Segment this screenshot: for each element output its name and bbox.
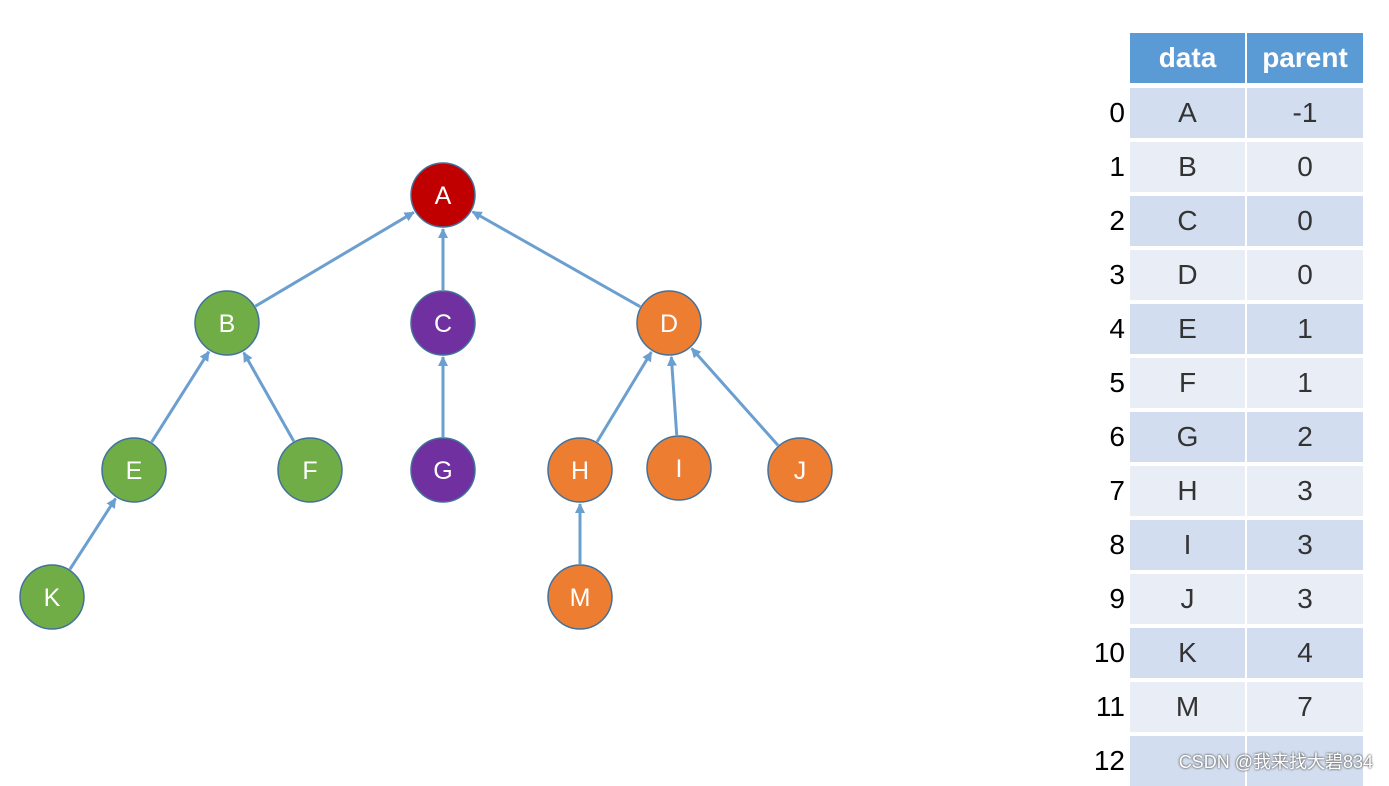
row-index: 2 xyxy=(1109,205,1125,236)
cell-parent: 3 xyxy=(1247,520,1363,570)
cell-parent: 2 xyxy=(1247,412,1363,462)
cell-data: C xyxy=(1130,196,1245,246)
node-b: B xyxy=(194,290,260,356)
row-index: 1 xyxy=(1109,151,1125,182)
edge-b-to-a xyxy=(254,211,415,308)
cell-data xyxy=(1130,736,1245,786)
row-index: 0 xyxy=(1109,97,1125,128)
node-circle xyxy=(19,564,85,630)
cell-parent: 1 xyxy=(1247,358,1363,408)
node-circle xyxy=(547,564,613,630)
node-circle xyxy=(410,162,476,228)
cell-data: D xyxy=(1130,250,1245,300)
node-a: A xyxy=(410,162,476,228)
row-index: 4 xyxy=(1109,313,1125,344)
node-label: M xyxy=(570,584,591,612)
node-circle xyxy=(547,437,613,503)
node-circle xyxy=(410,437,476,503)
edges-layer xyxy=(68,210,780,571)
edge-f-to-b xyxy=(242,351,296,443)
cell-parent: 0 xyxy=(1247,142,1363,192)
node-label: B xyxy=(219,310,236,338)
node-g: G xyxy=(410,437,476,503)
row-index: 8 xyxy=(1109,529,1125,560)
cell-data: B xyxy=(1130,142,1245,192)
node-k: K xyxy=(19,564,85,630)
node-label: G xyxy=(433,457,452,485)
node-label: A xyxy=(435,182,452,210)
edge-e-to-b xyxy=(150,350,211,443)
row-index: 7 xyxy=(1109,475,1125,506)
edge-d-to-a xyxy=(471,210,642,309)
node-label: F xyxy=(302,457,317,485)
edge-i-to-d xyxy=(666,355,679,436)
cell-parent: 0 xyxy=(1247,250,1363,300)
node-label: J xyxy=(794,457,807,485)
node-circle xyxy=(194,290,260,356)
nodes-layer: A B C D E F G H I J K M xyxy=(19,162,833,630)
node-label: D xyxy=(660,310,678,338)
node-label: H xyxy=(571,457,589,485)
node-h: H xyxy=(547,437,613,503)
cell-data: I xyxy=(1130,520,1245,570)
cell-parent xyxy=(1247,736,1363,786)
node-c: C xyxy=(410,290,476,356)
row-index: 5 xyxy=(1109,367,1125,398)
node-j: J xyxy=(767,437,833,503)
tree-diagram: A B C D E F G H I J K M xyxy=(19,162,833,630)
node-m: M xyxy=(547,564,613,630)
node-e: E xyxy=(101,437,167,503)
node-label: I xyxy=(676,455,683,483)
edge-j-to-d xyxy=(690,347,780,447)
node-label: K xyxy=(44,584,61,612)
cell-parent: 7 xyxy=(1247,682,1363,732)
cell-data: A xyxy=(1130,88,1245,138)
node-circle xyxy=(646,435,712,501)
cell-parent: 3 xyxy=(1247,466,1363,516)
node-circle xyxy=(277,437,343,503)
edge-h-to-d xyxy=(595,351,653,443)
row-index: 12 xyxy=(1093,745,1125,776)
cell-data: H xyxy=(1130,466,1245,516)
node-d: D xyxy=(636,290,702,356)
cell-data: M xyxy=(1130,682,1245,732)
cell-data: F xyxy=(1130,358,1245,408)
cell-parent: 1 xyxy=(1247,304,1363,354)
node-circle xyxy=(101,437,167,503)
row-index: 9 xyxy=(1109,583,1125,614)
node-circle xyxy=(767,437,833,503)
node-circle xyxy=(410,290,476,356)
node-f: F xyxy=(277,437,343,503)
row-index: 10 xyxy=(1093,637,1125,668)
node-circle xyxy=(636,290,702,356)
cell-parent: -1 xyxy=(1247,88,1363,138)
node-label: C xyxy=(434,310,452,338)
cell-data: K xyxy=(1130,628,1245,678)
row-index: 11 xyxy=(1095,691,1125,722)
node-i: I xyxy=(646,435,712,501)
header-parent: parent xyxy=(1247,33,1363,83)
row-index: 3 xyxy=(1109,259,1125,290)
edge-k-to-e xyxy=(68,497,117,571)
node-label: E xyxy=(126,457,143,485)
header-data: data xyxy=(1130,33,1245,83)
cell-parent: 3 xyxy=(1247,574,1363,624)
cell-data: E xyxy=(1130,304,1245,354)
cell-parent: 0 xyxy=(1247,196,1363,246)
cell-parent: 4 xyxy=(1247,628,1363,678)
watermark: CSDN @我来找大碧834 xyxy=(1178,752,1373,772)
row-index: 6 xyxy=(1109,421,1125,452)
cell-data: G xyxy=(1130,412,1245,462)
cell-data: J xyxy=(1130,574,1245,624)
